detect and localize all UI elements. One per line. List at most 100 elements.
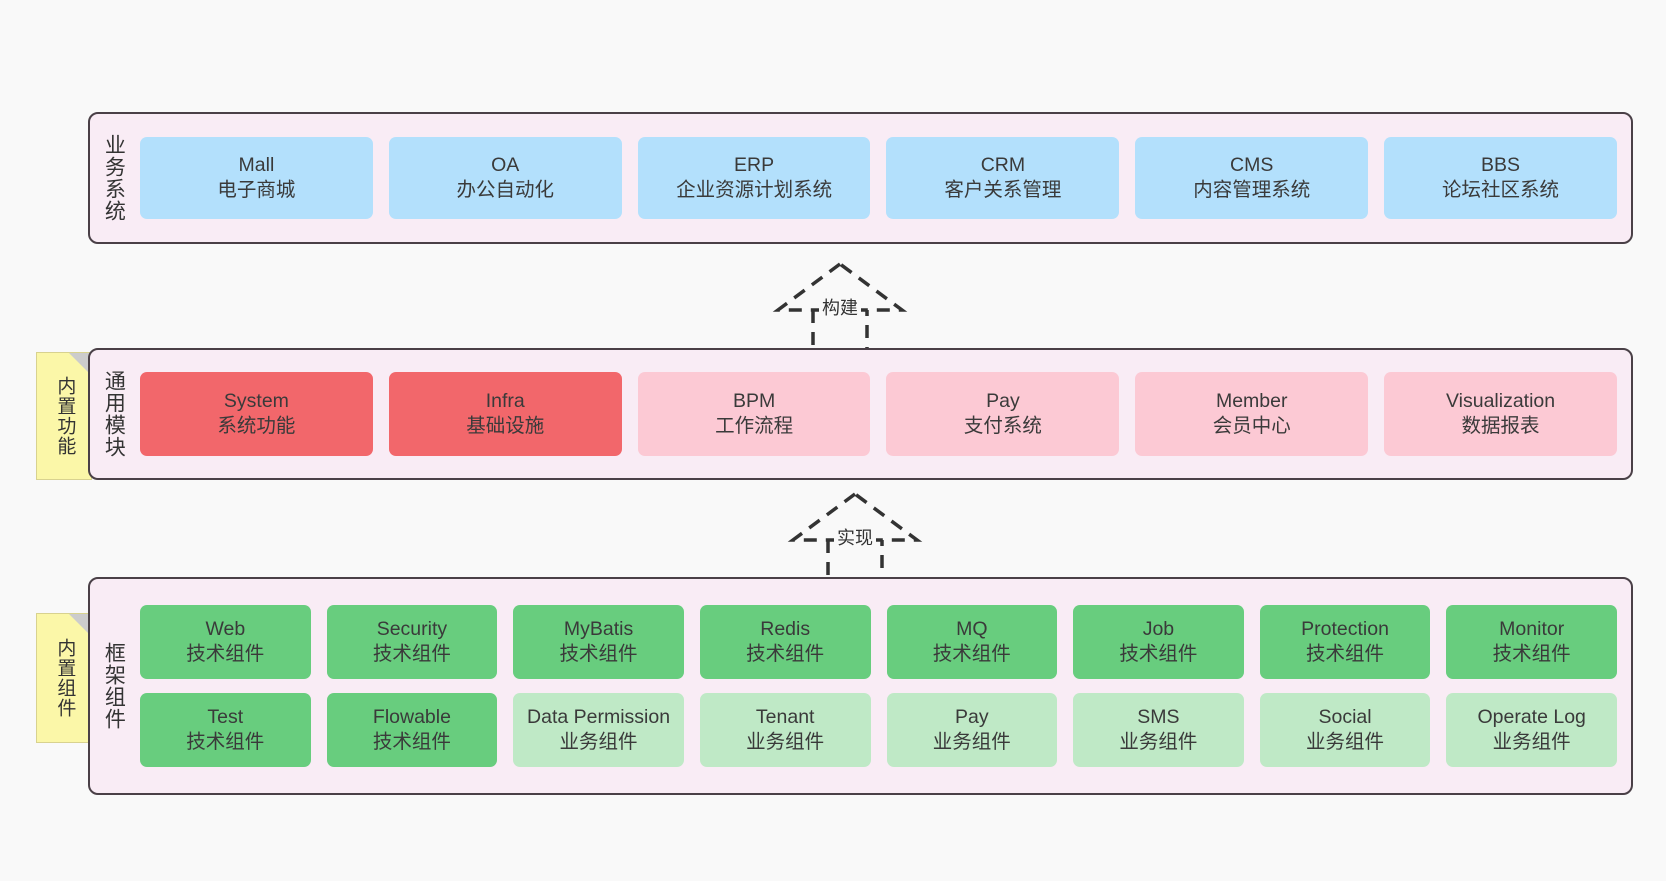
module-card-pay-business[interactable]: Pay 业务组件 [886,693,1058,767]
layer-framework-component: 框架组件 Web 技术组件 Security 技术组件 MyBatis 技术组件… [88,577,1633,795]
module-card-system[interactable]: System 系统功能 [140,372,373,456]
module-card-subtitle: 业务组件 [1306,731,1385,753]
layer-title-common: 通用模块 [102,370,126,458]
module-card-visualization[interactable]: Visualization 数据报表 [1384,372,1617,456]
module-card-erp[interactable]: ERP 企业资源计划系统 [637,137,871,219]
module-card-redis[interactable]: Redis 技术组件 [699,605,871,679]
module-card-title: Web [205,617,246,640]
layer-body-framework: Web 技术组件 Security 技术组件 MyBatis 技术组件 Redi… [136,579,1631,793]
module-card-oa[interactable]: OA 办公自动化 [388,137,622,219]
module-card-title: Redis [760,617,811,640]
module-card-subtitle: 支付系统 [963,415,1042,437]
module-card-title: System [223,389,289,412]
module-card-flowable[interactable]: Flowable 技术组件 [326,693,498,767]
module-card-title: BBS [1481,153,1521,176]
module-card-subtitle: 技术组件 [559,643,638,665]
module-card-title: Security [376,617,448,640]
module-card-title: Protection [1301,617,1389,640]
module-card-job[interactable]: Job 技术组件 [1073,605,1244,679]
module-card-test[interactable]: Test 技术组件 [140,693,311,767]
module-card-data-permission[interactable]: Data Permission 业务组件 [513,693,684,767]
module-card-bpm[interactable]: BPM 工作流程 [637,372,871,456]
module-card-title: Pay [955,705,989,728]
module-card-title: Social [1318,705,1372,728]
module-card-subtitle: 业务组件 [559,731,638,753]
layer-common-module: 通用模块 System 系统功能 Infra 基础设施 BPM 工作流程 Pay… [88,348,1633,480]
module-card-bbs[interactable]: BBS 论坛社区系统 [1384,137,1617,219]
module-card-title: Test [207,705,244,728]
module-card-title: MQ [956,617,988,640]
module-card-pay[interactable]: Pay 支付系统 [886,372,1120,456]
connector-label: 构建 [819,294,861,320]
module-card-subtitle: 客户关系管理 [944,179,1062,201]
module-card-social[interactable]: Social 业务组件 [1259,693,1431,767]
module-card-cms[interactable]: CMS 内容管理系统 [1135,137,1369,219]
connector-realize-arrow: 实现 [775,488,935,584]
module-card-monitor[interactable]: Monitor 技术组件 [1446,605,1617,679]
module-card-operate-log[interactable]: Operate Log 业务组件 [1446,693,1617,767]
module-card-subtitle: 业务组件 [1119,731,1198,753]
module-card-protection[interactable]: Protection 技术组件 [1259,605,1431,679]
module-card-title: Visualization [1445,389,1556,412]
module-card-title: Mall [238,153,275,176]
module-card-infra[interactable]: Infra 基础设施 [388,372,622,456]
module-card-subtitle: 技术组件 [372,731,451,753]
module-card-title: Data Permission [527,705,671,728]
module-card-title: BPM [732,389,776,412]
module-card-member[interactable]: Member 会员中心 [1135,372,1369,456]
module-card-title: Tenant [755,705,815,728]
module-card-crm[interactable]: CRM 客户关系管理 [886,137,1120,219]
framework-rows: Web 技术组件 Security 技术组件 MyBatis 技术组件 Redi… [140,605,1617,767]
module-card-subtitle: 会员中心 [1212,415,1291,437]
sticky-note-builtin-component: 内置组件 [36,613,92,743]
module-card-subtitle: 内容管理系统 [1193,179,1311,201]
module-card-subtitle: 业务组件 [932,731,1011,753]
module-card-mall[interactable]: Mall 电子商城 [140,137,373,219]
module-card-title: MyBatis [563,617,634,640]
module-card-title: OA [491,153,520,176]
sticky-note-builtin-function: 内置功能 [36,352,92,480]
framework-row-technical: Web 技术组件 Security 技术组件 MyBatis 技术组件 Redi… [140,605,1617,679]
module-card-sms[interactable]: SMS 业务组件 [1073,693,1244,767]
module-card-title: Flowable [372,705,451,728]
module-card-title: Pay [986,389,1020,412]
business-row: Mall 电子商城 OA 办公自动化 ERP 企业资源计划系统 CRM 客户关系… [140,137,1617,219]
module-card-mq[interactable]: MQ 技术组件 [886,605,1058,679]
module-card-title: CMS [1230,153,1274,176]
layer-business-system: 业务系统 Mall 电子商城 OA 办公自动化 ERP 企业资源计划系统 CRM… [88,112,1633,244]
module-card-subtitle: 论坛社区系统 [1442,179,1560,201]
module-card-title: ERP [734,153,775,176]
module-card-subtitle: 技术组件 [372,643,451,665]
module-card-subtitle: 企业资源计划系统 [676,179,833,201]
module-card-title: Job [1142,617,1175,640]
module-card-subtitle: 办公自动化 [456,179,554,201]
module-card-subtitle: 业务组件 [746,731,825,753]
module-card-subtitle: 技术组件 [1492,643,1571,665]
module-card-security[interactable]: Security 技术组件 [326,605,498,679]
connector-build-arrow: 构建 [760,258,920,354]
module-card-subtitle: 工作流程 [715,415,794,437]
layer-body-common: System 系统功能 Infra 基础设施 BPM 工作流程 Pay 支付系统… [136,350,1631,478]
module-card-subtitle: 技术组件 [1306,643,1385,665]
module-card-tenant[interactable]: Tenant 业务组件 [699,693,871,767]
module-card-subtitle: 技术组件 [932,643,1011,665]
module-card-title: Operate Log [1477,705,1586,728]
module-card-title: Infra [485,389,525,412]
sticky-note-label: 内置功能 [54,376,76,456]
common-row: System 系统功能 Infra 基础设施 BPM 工作流程 Pay 支付系统… [140,372,1617,456]
module-card-title: Member [1215,389,1288,412]
module-card-subtitle: 技术组件 [746,643,825,665]
module-card-web[interactable]: Web 技术组件 [140,605,311,679]
module-card-subtitle: 业务组件 [1492,731,1571,753]
layer-title-framework: 框架组件 [102,642,126,730]
module-card-title: Monitor [1499,617,1565,640]
module-card-subtitle: 基础设施 [466,415,545,437]
module-card-subtitle: 数据报表 [1461,415,1540,437]
module-card-subtitle: 电子商城 [217,179,296,201]
sticky-note-label: 内置组件 [54,638,76,718]
layer-title-business: 业务系统 [102,134,126,222]
module-card-subtitle: 技术组件 [186,731,265,753]
module-card-mybatis[interactable]: MyBatis 技术组件 [513,605,684,679]
connector-label: 实现 [834,524,876,550]
module-card-subtitle: 技术组件 [1119,643,1198,665]
